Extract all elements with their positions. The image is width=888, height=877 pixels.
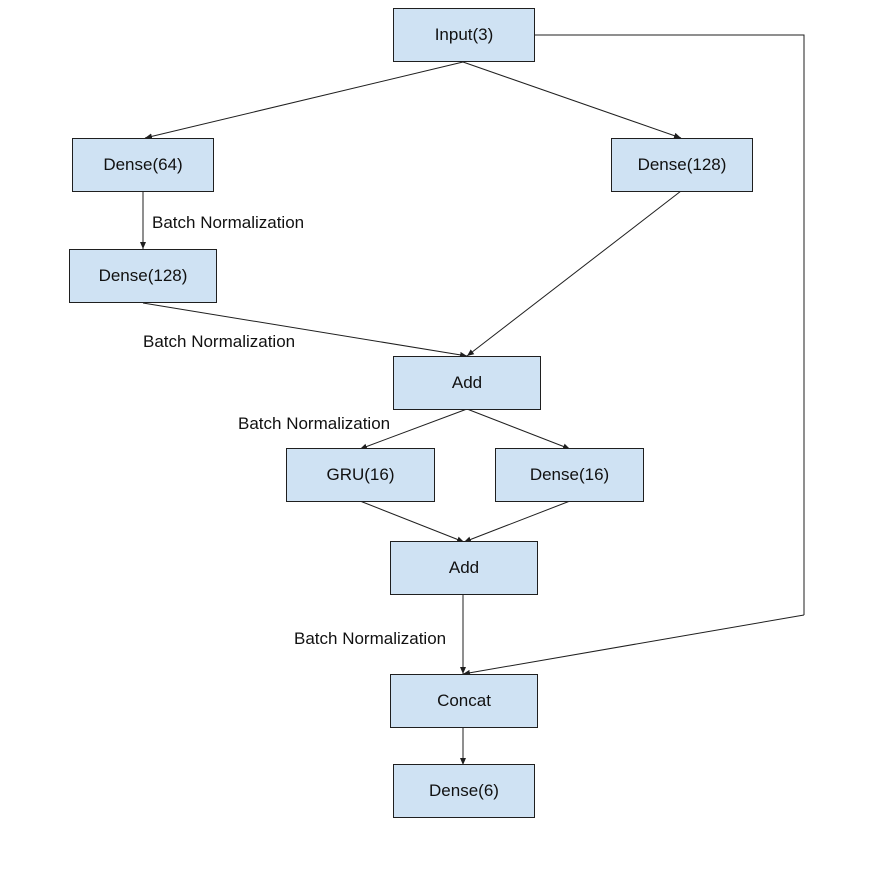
edge-input-dense128-right: [462, 61, 682, 139]
edge-label-batch-normalization-3: Batch Normalization: [238, 414, 391, 433]
node-dense128-right-label: Dense(128): [637, 155, 727, 174]
node-input: Input(3): [393, 8, 535, 62]
edge-add1-gru16: [359, 408, 468, 450]
node-dense16: Dense(16): [495, 448, 644, 502]
node-dense128-right: Dense(128): [611, 138, 753, 192]
node-dense6: Dense(6): [393, 764, 535, 818]
node-dense64-label: Dense(64): [103, 155, 183, 174]
edge-dense128-left-add1: [142, 302, 468, 358]
node-dense6-label: Dense(6): [429, 781, 499, 800]
node-dense64: Dense(64): [72, 138, 214, 192]
edge-input-dense64: [144, 61, 464, 140]
node-input-label: Input(3): [434, 25, 494, 44]
edge-label-batch-normalization-4: Batch Normalization: [294, 629, 447, 648]
node-concat: Concat: [390, 674, 538, 728]
edge-dense16-add2: [463, 500, 571, 543]
node-add2-label: Add: [448, 558, 480, 577]
node-dense128-left-label: Dense(128): [98, 266, 188, 285]
edge-label-batch-normalization-1: Batch Normalization: [152, 213, 305, 232]
edge-skip-concat: [462, 614, 805, 676]
edge-gru16-add2: [359, 500, 465, 543]
edge-input-skip-connection: [535, 34, 805, 615]
edge-dense128-right-add1: [466, 190, 682, 357]
node-gru16: GRU(16): [286, 448, 435, 502]
edge-label-batch-normalization-2: Batch Normalization: [143, 332, 296, 351]
node-add2: Add: [390, 541, 538, 595]
node-add1: Add: [393, 356, 541, 410]
node-gru16-label: GRU(16): [326, 465, 395, 484]
node-dense16-label: Dense(16): [529, 465, 610, 484]
node-dense128-left: Dense(128): [69, 249, 217, 303]
node-concat-label: Concat: [437, 691, 491, 710]
node-add1-label: Add: [451, 373, 483, 392]
edge-add1-dense16: [466, 408, 571, 450]
